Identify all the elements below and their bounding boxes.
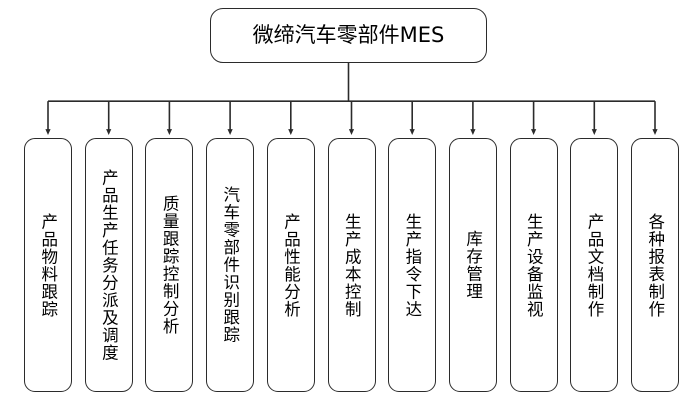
leaf-node-label: 产品性能分析 [281,212,301,318]
leaf-node-label: 各种报表制作 [645,212,665,318]
leaf-node-label: 产品生产任务分派及调度 [99,168,119,362]
leaf-node-1[interactable]: 产品物料跟踪 [24,138,72,392]
root-node[interactable]: 微缔汽车零部件MES [210,8,487,63]
leaf-node-5[interactable]: 产品性能分析 [266,138,315,392]
leaf-node-2[interactable]: 产品生产任务分派及调度 [84,138,133,392]
leaf-node-8[interactable]: 库存管理 [448,138,497,392]
leaf-node-label: 库存管理 [463,230,483,300]
leaf-node-label: 产品文档制作 [585,212,604,318]
leaf-node-10[interactable]: 产品文档制作 [570,138,619,392]
leaf-node-label: 生产设备监视 [524,212,544,318]
leaf-node-row: 产品物料跟踪 产品生产任务分派及调度 质量跟踪控制分析 汽车零部件识别跟踪 产品… [0,138,700,393]
leaf-node-7[interactable]: 生产指令下达 [388,138,437,392]
root-node-label: 微缔汽车零部件MES [252,23,445,47]
leaf-node-11[interactable]: 各种报表制作 [631,138,679,392]
leaf-node-label: 汽车零部件识别跟踪 [220,186,240,344]
leaf-node-4[interactable]: 汽车零部件识别跟踪 [206,138,255,392]
leaf-node-label: 生产指令下达 [402,212,422,318]
leaf-node-3[interactable]: 质量跟踪控制分析 [145,138,194,392]
leaf-node-label: 产品物料跟踪 [38,212,58,318]
leaf-node-9[interactable]: 生产设备监视 [509,138,558,392]
leaf-node-6[interactable]: 生产成本控制 [327,138,376,392]
leaf-node-label: 生产成本控制 [342,212,362,318]
leaf-node-label: 质量跟踪控制分析 [160,195,180,335]
